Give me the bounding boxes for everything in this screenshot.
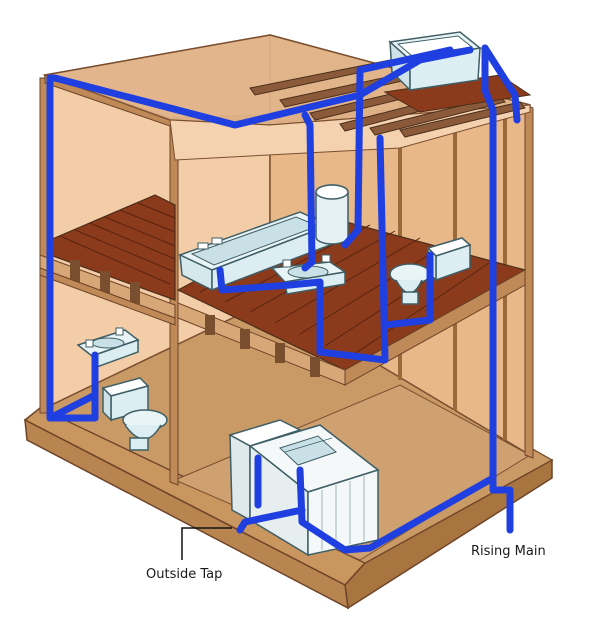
ground-floor-run bbox=[296, 466, 497, 554]
outside-tap-leader bbox=[181, 527, 232, 560]
outside-tap-label: Outside Tap bbox=[146, 567, 223, 582]
loft-feed-pipe bbox=[46, 46, 474, 422]
rising-main-pipe bbox=[481, 44, 514, 534]
bath-feed-pipe bbox=[301, 111, 316, 272]
upstairs-distribution-pipe bbox=[216, 134, 389, 364]
cistern-down-pipe bbox=[341, 46, 454, 249]
label-leaders bbox=[181, 527, 232, 560]
hot-water-cylinder-icon bbox=[315, 184, 349, 245]
toilet-icon bbox=[101, 377, 168, 451]
rising-main-label: Rising Main bbox=[471, 544, 546, 559]
toilet-feed-pipe bbox=[381, 251, 434, 329]
cistern-overflow-pipe bbox=[481, 44, 521, 124]
bath-icon bbox=[178, 211, 332, 292]
water-pipes bbox=[46, 44, 521, 554]
washbasin-icon bbox=[76, 327, 140, 370]
outside-tap-pipe bbox=[236, 506, 306, 534]
basin-feed-pipe bbox=[46, 351, 99, 422]
kitchen-sink-icon bbox=[228, 419, 380, 557]
